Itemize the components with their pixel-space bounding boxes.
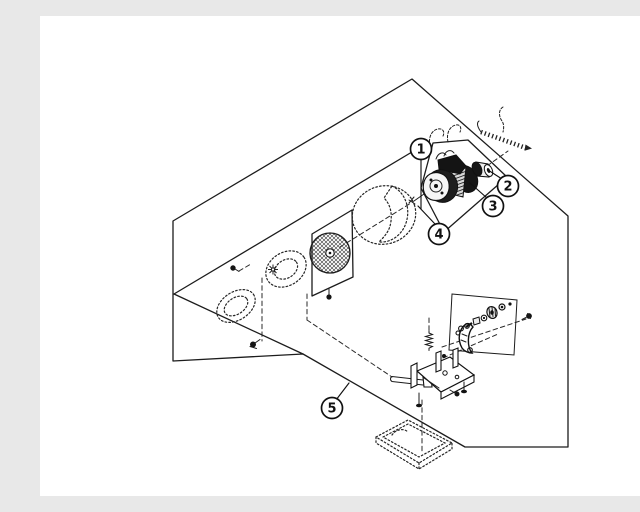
motor-pulley [471,161,494,178]
panel-fold-top [173,142,428,295]
rod-tip [524,144,532,151]
wire-clips [429,124,462,147]
box-mounting-screw [521,313,532,320]
callout-5: 5 [320,396,344,420]
wire-clip-icon [447,124,462,143]
mounting-bracket [390,347,476,408]
idler-parts-box [448,293,518,356]
motor-mount-plate [420,139,508,233]
wire-clip-icon [429,128,445,147]
callout-3: 3 [481,194,505,218]
idler-arm [458,322,474,354]
callout-1-label: 1 [416,143,425,158]
panel-screw [326,288,332,300]
assembly-alignment-lines [238,150,527,453]
exploded-parts-diagram: 1 2 3 4 5 [40,16,640,496]
blower-panel [311,209,354,297]
callout-4: 4 [427,222,451,246]
cabinet-panel-outline [172,78,569,448]
base-pad [374,419,454,470]
idler-roller [486,306,498,319]
callout-5-label: 5 [327,402,336,417]
blower-housing [351,185,417,245]
spring-wire [499,106,505,133]
idler-hardware [455,302,512,336]
motor-wires [435,150,455,160]
blower-wheel [309,232,351,274]
motor-shaft [408,193,425,205]
felt-seal-ring [216,289,256,323]
panel-screws [249,339,261,349]
panel-fold-bottom [173,293,304,355]
exhaust-collar [230,250,307,288]
callout-1: 1 [409,137,433,161]
idler-spring [423,330,435,351]
idler-rod-and-spring [477,106,532,151]
collar-screw [230,265,240,272]
diagram-artwork: 1 2 3 4 5 [172,78,569,470]
callout-4-label: 4 [434,228,443,243]
threaded-rod [480,129,527,151]
push-nut-star [268,264,278,275]
callout-2-label: 2 [503,180,512,195]
callout-3-label: 3 [488,200,497,215]
screw-icon [249,339,261,349]
bracket-rod [390,376,424,386]
motor-terminal-block [437,154,467,175]
bracket-screw [449,389,460,397]
callout-leaders [335,159,503,401]
callout-2: 2 [496,174,520,198]
